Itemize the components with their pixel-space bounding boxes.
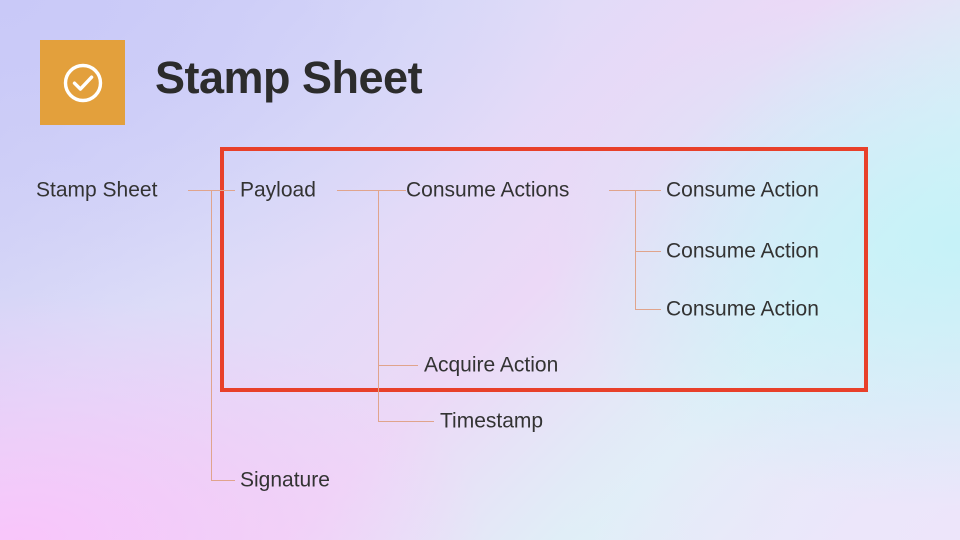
connector-to-timestamp (378, 421, 434, 422)
tree-node-consume-action-2[interactable]: Consume Action (666, 239, 819, 263)
tree-node-stamp-sheet[interactable]: Stamp Sheet (36, 178, 158, 202)
tree-node-acquire-action[interactable]: Acquire Action (424, 353, 559, 377)
check-circle-icon (40, 40, 125, 125)
connector-consume-actions-out (609, 190, 635, 191)
connector-to-consume-action-3 (635, 309, 661, 310)
connector-stamp-sheet-spine (211, 190, 212, 480)
payload-highlight-region (220, 147, 868, 392)
connector-stamp-sheet-out (188, 190, 211, 191)
connector-to-signature (211, 480, 235, 481)
connector-consume-actions-spine (635, 190, 636, 309)
connector-to-payload (211, 190, 235, 191)
tree-node-consume-action-1[interactable]: Consume Action (666, 178, 819, 202)
connector-to-consume-action-2 (635, 251, 661, 252)
tree-node-timestamp[interactable]: Timestamp (440, 409, 544, 433)
page-title: Stamp Sheet (155, 52, 423, 103)
tree-node-signature[interactable]: Signature (240, 468, 330, 492)
tree-node-consume-action-3[interactable]: Consume Action (666, 297, 819, 321)
tree-node-payload[interactable]: Payload (240, 178, 316, 202)
tree-node-consume-actions[interactable]: Consume Actions (406, 178, 570, 202)
connector-payload-out (337, 190, 378, 191)
connector-to-consume-action-1 (635, 190, 661, 191)
connector-payload-spine (378, 190, 379, 421)
connector-to-consume-actions (378, 190, 406, 191)
connector-to-acquire-action (378, 365, 418, 366)
